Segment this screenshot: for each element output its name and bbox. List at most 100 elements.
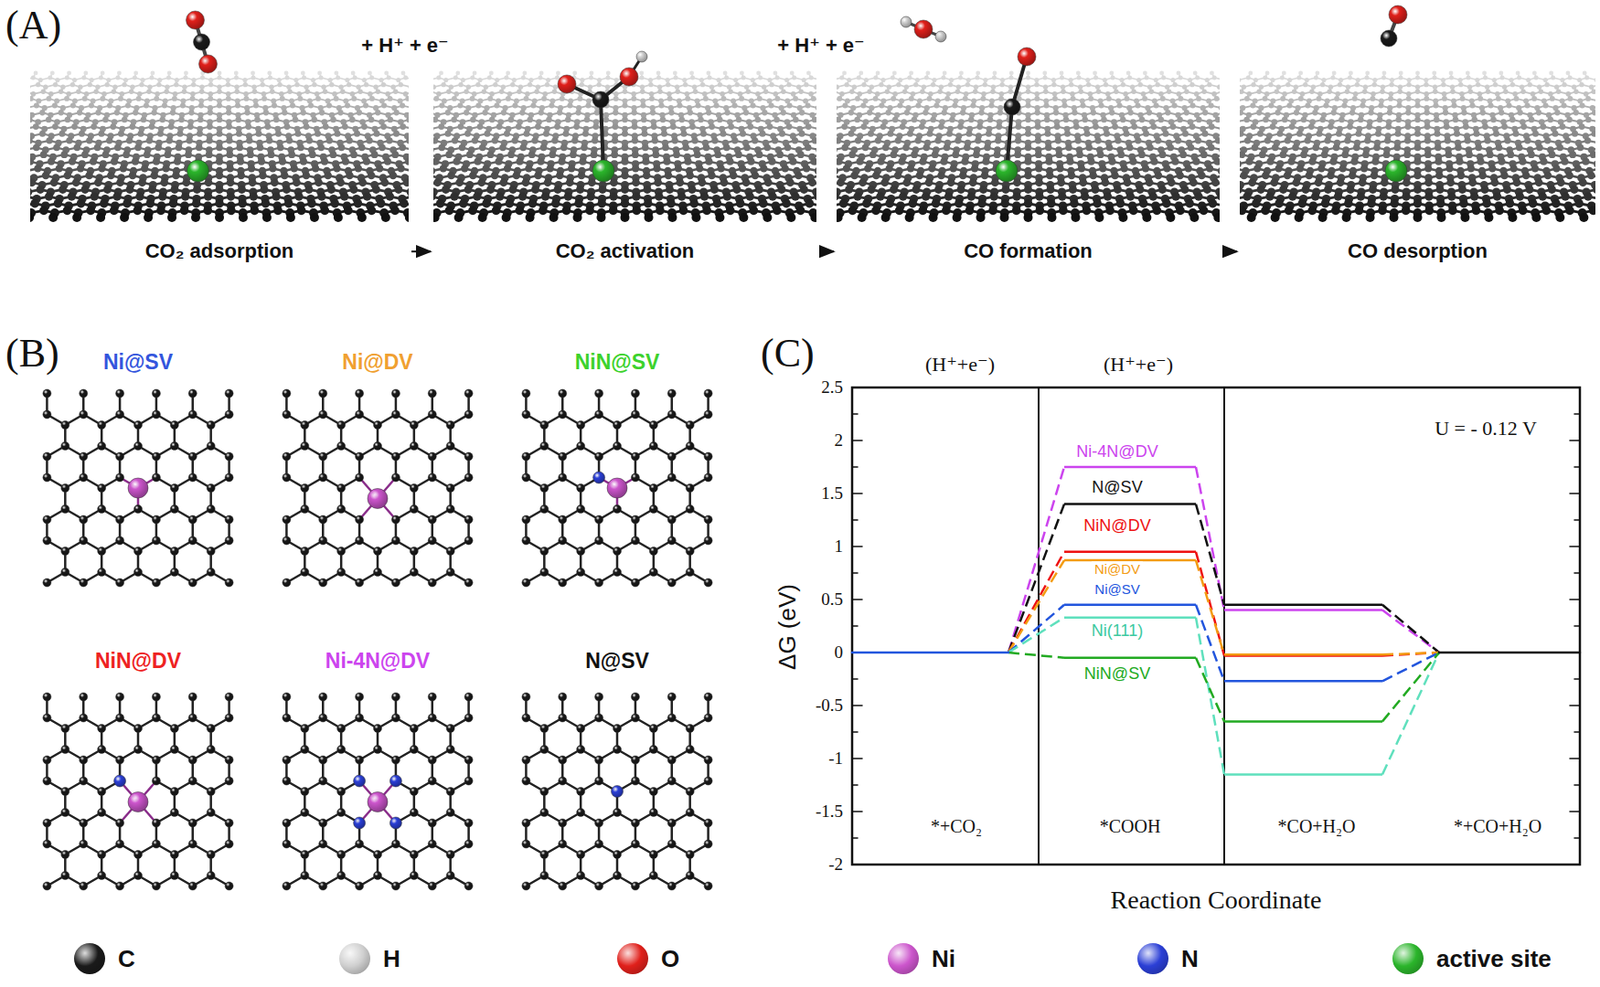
atom-ball <box>373 547 383 556</box>
atom-ball <box>613 809 622 818</box>
atom-ball <box>300 725 310 734</box>
atom-ball <box>649 547 658 556</box>
atom-ball <box>649 442 658 451</box>
atom-ball <box>427 756 437 765</box>
atom-ball <box>300 872 310 881</box>
atom-ball <box>79 819 88 828</box>
atom-ball <box>409 421 418 430</box>
atom-ball <box>558 410 567 419</box>
atom-ball <box>116 473 125 482</box>
atom-ball <box>319 882 328 891</box>
atom-ball <box>116 819 125 828</box>
atom-ball <box>540 851 549 860</box>
atom-ball <box>464 819 473 828</box>
atom-ball <box>576 505 586 514</box>
atom-ball <box>97 851 107 860</box>
atom-ball <box>427 693 437 702</box>
atom-ball <box>464 777 473 786</box>
transition-dash <box>1195 618 1225 776</box>
atom-ball <box>540 725 549 734</box>
atom-ball <box>42 578 52 587</box>
atom-ball <box>79 515 88 524</box>
atom-ball <box>188 452 197 461</box>
atom-ball <box>319 714 328 723</box>
atom-ball <box>409 568 418 577</box>
atom-ball <box>595 515 604 524</box>
atom-ball <box>300 442 310 451</box>
atom-ball <box>649 872 658 881</box>
atom-ball <box>373 851 383 860</box>
atom-ball <box>224 756 234 765</box>
atom-ball <box>704 714 713 723</box>
atom-ball <box>464 714 473 723</box>
atom-ball <box>464 452 473 461</box>
atom-ball <box>409 872 418 881</box>
atom-ball <box>704 882 713 891</box>
atom-ball <box>116 578 125 587</box>
atom-ball <box>649 851 658 860</box>
atom-ball <box>667 410 676 419</box>
energy-level <box>1224 680 1383 683</box>
atom-ball <box>188 840 197 849</box>
atom-ball <box>79 882 88 891</box>
atom-ball <box>391 410 400 419</box>
atom-ball <box>685 872 694 881</box>
atom-ball <box>540 568 549 577</box>
atom-ball <box>704 777 713 786</box>
atom-ball <box>613 421 622 430</box>
atom-ball <box>42 693 52 702</box>
atom-ball <box>224 777 234 786</box>
atom-ball <box>540 809 549 818</box>
graphene-bonds <box>30 73 409 218</box>
atom-ball <box>170 746 179 755</box>
atom-ball <box>427 515 437 524</box>
bond-line <box>852 545 863 548</box>
atom-ball <box>282 536 291 545</box>
atom-ball <box>355 578 364 587</box>
atom-ball <box>576 746 586 755</box>
transition-dash <box>1382 652 1440 656</box>
atom-ball <box>446 851 455 860</box>
atom-ball <box>630 536 640 545</box>
energy-level <box>1064 466 1196 470</box>
atom-ball <box>116 452 125 461</box>
atom-ball <box>576 851 586 860</box>
atom-ball <box>391 840 400 849</box>
atom-ball <box>206 809 215 818</box>
atom-ball <box>630 693 640 702</box>
atom-ball <box>667 819 676 828</box>
atom-ball <box>61 809 70 818</box>
atom-ball <box>97 421 107 430</box>
atom-ball <box>224 714 234 723</box>
atom-ball <box>522 578 531 587</box>
energy-level <box>1224 720 1383 724</box>
atom-ball <box>319 389 328 398</box>
atom-ball <box>391 536 400 545</box>
atom-ball <box>373 725 383 734</box>
bond-line <box>1569 545 1580 548</box>
atom-ball <box>427 777 437 786</box>
atom-ball <box>540 788 549 797</box>
atom-ball <box>337 725 346 734</box>
transition-dash <box>1382 610 1440 653</box>
atom-ball <box>300 746 310 755</box>
atom-ball <box>595 389 604 398</box>
bond-line <box>852 810 863 813</box>
atom-ball <box>522 819 531 828</box>
atom-ball <box>319 452 328 461</box>
atom-ball <box>464 693 473 702</box>
atom-ball <box>558 756 567 765</box>
atom-ball <box>367 792 388 813</box>
atom-ball <box>685 851 694 860</box>
stage-panel: CO₂ adsorption <box>30 0 409 269</box>
atom-ball <box>367 489 388 510</box>
atom-ball <box>151 473 160 482</box>
atom-ball <box>595 840 604 849</box>
atom-ball <box>595 452 604 461</box>
atom-ball <box>134 547 143 556</box>
atom-ball <box>704 536 713 545</box>
atom-ball <box>630 473 640 482</box>
atom-ball <box>685 547 694 556</box>
transition-dash <box>1008 605 1065 653</box>
